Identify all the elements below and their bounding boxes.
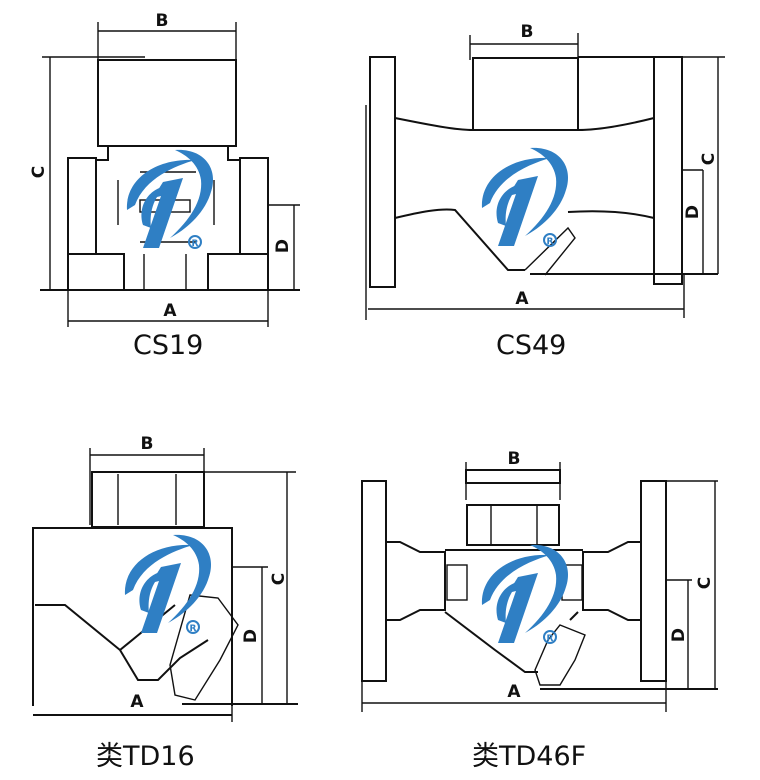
dim-b-label: B (156, 11, 169, 31)
watermark-logo-icon (480, 543, 570, 645)
dim-d-label: D (241, 629, 261, 643)
watermark-logo-icon (123, 533, 213, 635)
panel-cs19: B C D A (29, 11, 300, 327)
panel-td46f: B C D A (361, 449, 718, 712)
dim-b-label: B (521, 22, 534, 42)
dim-d-label: D (273, 239, 293, 253)
dim-c-label: C (695, 577, 715, 589)
caption-cs19: CS19 (133, 330, 204, 361)
dim-c-label: C (699, 153, 719, 165)
dim-a-label: A (130, 692, 144, 712)
caption-cs49: CS49 (496, 330, 567, 361)
dim-a-label: A (507, 682, 521, 702)
caption-td46f: 类TD46F (472, 741, 587, 772)
watermark-logo-icon (480, 146, 570, 248)
caption-td16: 类TD16 (96, 741, 195, 772)
dim-a-label: A (515, 289, 529, 309)
dim-a-label: A (163, 301, 177, 321)
dim-c-label: C (29, 166, 49, 178)
dim-d-label: D (669, 628, 689, 642)
dim-d-label: D (683, 205, 703, 219)
dim-b-label: B (141, 434, 154, 454)
panel-cs49: B C D A (365, 22, 725, 320)
dim-c-label: C (269, 573, 289, 585)
dim-b-label: B (508, 449, 521, 469)
panel-td16: B C D A (32, 434, 298, 722)
